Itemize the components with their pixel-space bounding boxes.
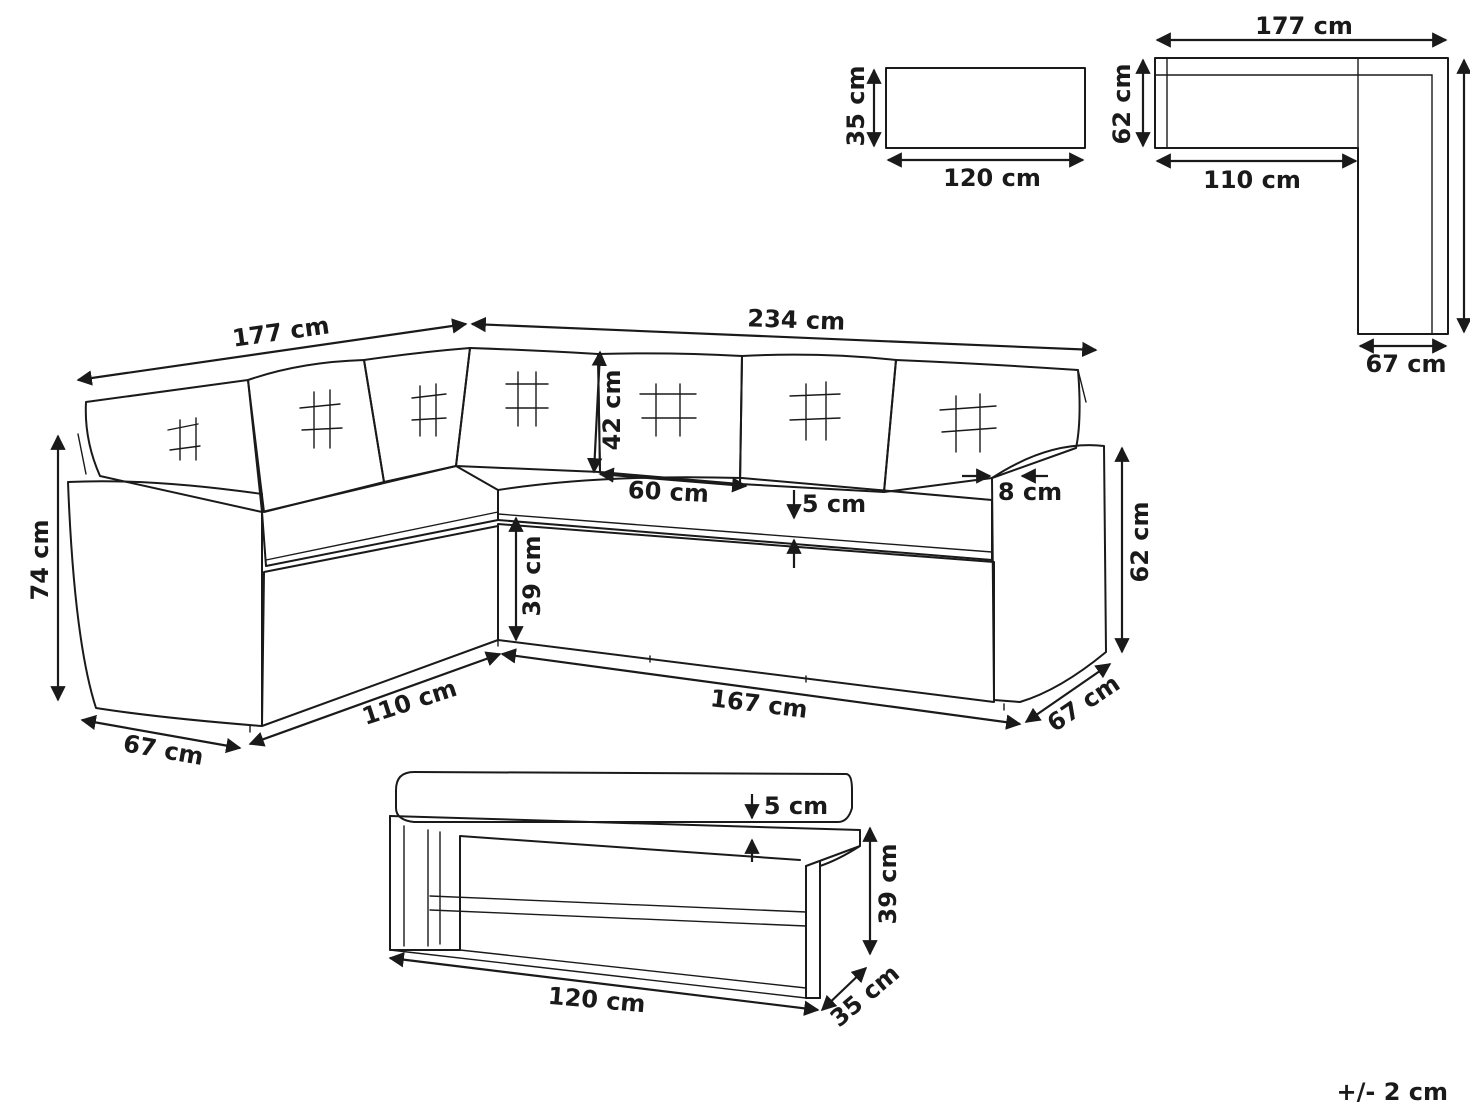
total-height-label: 74 cm [26,520,54,601]
sofa-illustration [67,347,1107,733]
bench-top-length-label: 120 cm [943,164,1041,192]
right-base-length-label: 167 cm [709,684,809,724]
bench-dimension-arrows [388,794,878,1016]
bench-height-label: 39 cm [874,844,902,925]
plan-total-width-label: 177 cm [1255,12,1353,40]
sofa-dimension-arrows [50,316,1130,754]
plan-depth-label: 62 cm [1108,64,1136,145]
bench-top-view [866,67,1086,168]
sofa-plan-view [1135,32,1470,354]
seat-cushion-thickness-label: 5 cm [802,490,866,518]
tolerance-note: +/- 2 cm [1337,1078,1448,1102]
plan-short-side-label: 110 cm [1203,166,1301,194]
bench-cushion-thickness-label: 5 cm [764,792,828,820]
seat-height-label: 39 cm [518,536,546,617]
dimension-labels: 35 cm 120 cm 177 cm 62 cm 110 cm 67 cm 1… [26,12,1448,1102]
left-depth-label: 67 cm [121,729,206,771]
back-cushion-height-label: 42 cm [598,370,626,451]
arm-width-label: 8 cm [998,478,1062,506]
left-base-length-label: 110 cm [359,674,461,731]
plan-corner-depth-label: 67 cm [1366,350,1447,378]
sofa-right-length-label: 234 cm [747,304,846,335]
bench-illustration [389,771,861,999]
seat-depth-label: 60 cm [627,476,709,508]
bench-top-depth-label: 35 cm [842,66,870,147]
right-arm-height-label: 62 cm [1126,502,1154,583]
